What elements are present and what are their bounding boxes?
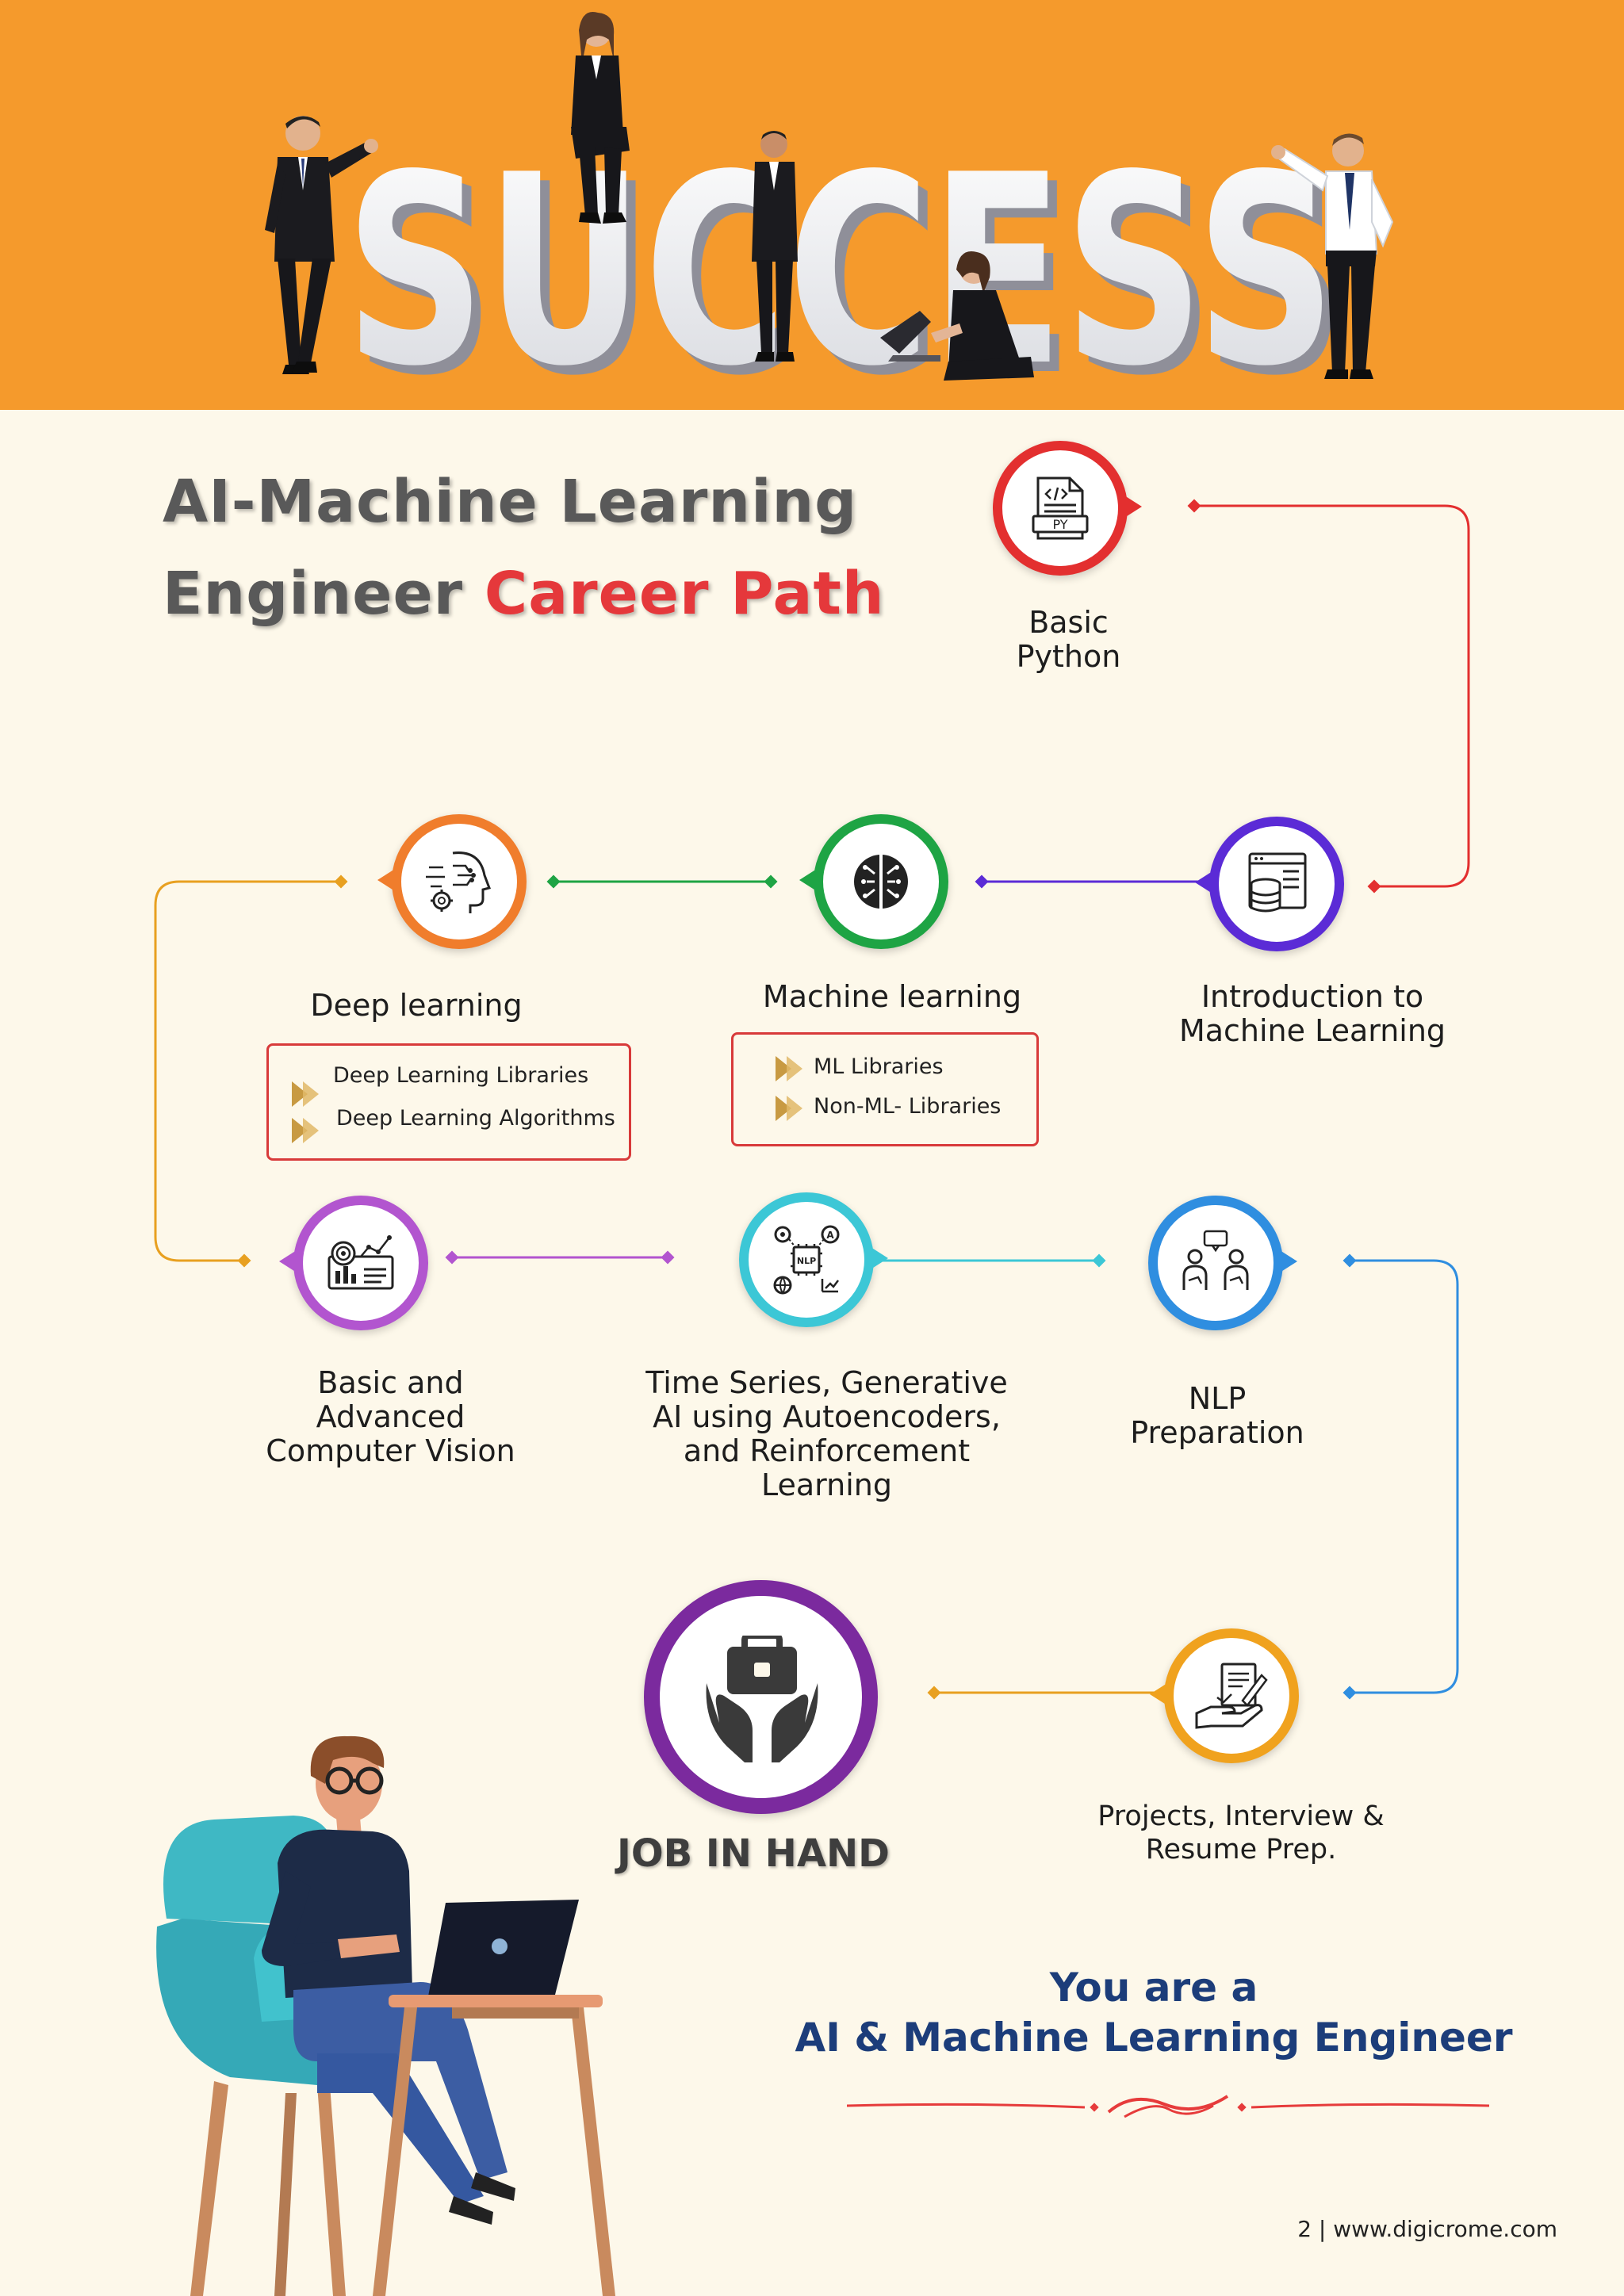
step-node-nlp xyxy=(1148,1196,1297,1330)
success-hero-word: SUCCESS SUCCESS xyxy=(345,119,1346,381)
job-in-hand-label: JOB IN HAND xyxy=(616,1831,891,1876)
step-label-cv: Basic and Advanced Computer Vision xyxy=(266,1365,515,1468)
businesswoman-laptop-figure xyxy=(880,251,1034,381)
success-hero-shadow: SUCCESS xyxy=(354,128,1346,381)
title-line-2-accent: Career Path xyxy=(484,560,885,628)
database-window-icon xyxy=(1248,852,1307,913)
dl-sub-arrow-2 xyxy=(292,1118,319,1143)
businesswoman-top-figure xyxy=(571,11,630,224)
success-hero-text: SUCCESS xyxy=(345,119,1336,381)
chip-gear-icon xyxy=(854,850,908,913)
ml-sub-arrow-2 xyxy=(776,1096,802,1121)
resume-hand-icon xyxy=(1195,1663,1268,1729)
step-label-ml: Machine learning xyxy=(762,979,1022,1014)
page-footer[interactable]: 2 | www.digicrome.com xyxy=(1297,2216,1557,2242)
python-badge-text: PY xyxy=(1052,517,1067,532)
step-label-ts: Time Series, Generative AI using Autoenc… xyxy=(645,1365,1008,1502)
step-label-python: Basic Python xyxy=(1016,605,1121,674)
step-label-projects: Projects, Interview & Resume Prep. xyxy=(1097,1800,1385,1866)
page-title: AI-Machine Learning Engineer Career Path xyxy=(163,456,885,640)
connector-python-to-intro xyxy=(1194,504,1470,888)
title-line-2-prefix: Engineer xyxy=(163,560,464,628)
final-message-line-2: AI & Machine Learning Engineer xyxy=(795,2015,1513,2061)
step-node-dl xyxy=(377,814,527,949)
step-label-intro-ml: Introduction to Machine Learning xyxy=(1178,979,1446,1048)
success-banner: SUCCESS SUCCESS xyxy=(0,0,1624,410)
final-message-line-1: You are a xyxy=(1049,1965,1258,2011)
connector-nlp-to-projects xyxy=(1350,1259,1459,1694)
step-node-projects xyxy=(1150,1628,1299,1763)
step-label-nlp: NLP Preparation xyxy=(1130,1381,1304,1450)
title-line-1: AI-Machine Learning xyxy=(163,468,858,536)
step-node-cv xyxy=(279,1196,428,1330)
businessman-left-figure xyxy=(265,116,378,374)
step-node-python: PY xyxy=(993,441,1142,576)
businessman-center-figure xyxy=(752,131,798,362)
dl-sub-item-2: Deep Learning Algorithms xyxy=(336,1106,615,1131)
connector-dl-to-cv xyxy=(154,880,341,1262)
dl-sub-item-1: Deep Learning Libraries xyxy=(333,1063,589,1088)
step-label-dl: Deep learning xyxy=(310,988,523,1023)
decorative-divider xyxy=(847,2095,1489,2118)
title-line-2: Engineer Career Path xyxy=(163,548,885,640)
step-node-intro-ml xyxy=(1195,817,1344,951)
ml-sub-item-2: Non-ML- Libraries xyxy=(814,1094,1002,1119)
job-node xyxy=(644,1580,878,1814)
people-chat-icon xyxy=(1182,1230,1249,1290)
ml-subtopics-box xyxy=(731,1032,1039,1146)
python-file-icon: PY xyxy=(1032,476,1089,540)
dl-sub-arrow-1 xyxy=(292,1081,319,1107)
vision-chart-icon xyxy=(327,1235,394,1290)
ml-sub-arrow-1 xyxy=(776,1056,802,1081)
nlp-network-icon: NLP A xyxy=(773,1225,840,1295)
dl-subtopics-box xyxy=(266,1043,631,1161)
ml-sub-item-1: ML Libraries xyxy=(814,1054,944,1079)
businessman-right-figure xyxy=(1271,133,1394,379)
final-message: You are a AI & Machine Learning Engineer xyxy=(777,1962,1530,2062)
nlp-chip-text: NLP xyxy=(797,1256,816,1266)
briefcase-hands-icon xyxy=(706,1636,818,1762)
brain-head-icon xyxy=(426,851,491,913)
person-at-laptop-illustration xyxy=(156,1735,615,2296)
step-node-ml xyxy=(799,814,948,949)
svg-text:A: A xyxy=(826,1230,834,1241)
step-node-ts: NLP A xyxy=(739,1192,888,1327)
